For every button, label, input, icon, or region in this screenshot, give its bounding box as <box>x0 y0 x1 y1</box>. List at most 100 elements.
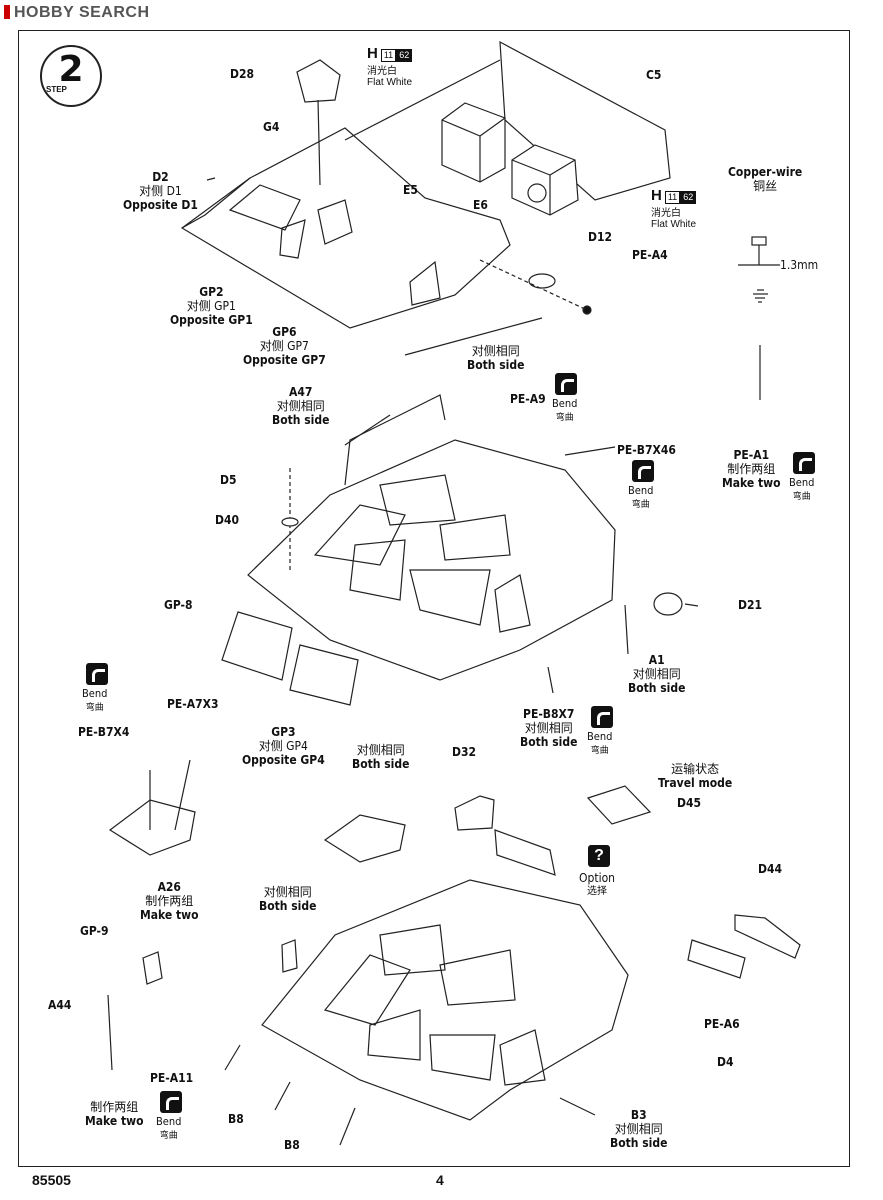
cn-note: 运输状态 <box>671 762 720 776</box>
step-badge: 2 STEP <box>40 45 102 107</box>
cn-note: 弯曲 <box>159 1131 178 1141</box>
copper-size: 1.3mm <box>780 258 819 272</box>
cn-note: 制作两组 <box>145 894 194 908</box>
part-no: A47 <box>289 385 313 399</box>
part-label-d5: D5 <box>220 473 237 487</box>
bend-note: Bend 弯曲 <box>156 1115 181 1143</box>
bend-icon <box>555 373 577 395</box>
cn-note: 弯曲 <box>590 746 609 756</box>
bend-icon <box>632 460 654 482</box>
cn-note: 制作两组 <box>90 1100 139 1114</box>
cn-note: 对侧 D1 <box>139 184 182 198</box>
step-number: 2 <box>58 49 84 90</box>
en-note: Make two <box>722 476 781 490</box>
cn-note: 对侧相同 <box>632 667 681 681</box>
instruction-frame <box>18 30 850 1167</box>
part-label-pe-a11: PE-A11 <box>150 1071 194 1085</box>
cn-note: 对侧相同 <box>276 399 325 413</box>
cn-note: 对侧相同 <box>263 885 312 899</box>
paint-code: 62 <box>680 191 697 204</box>
part-label-gp-9: GP-9 <box>80 924 109 938</box>
en-note: Travel mode <box>658 776 733 790</box>
bend-icon <box>591 706 613 728</box>
cn-note: 选择 <box>587 886 608 897</box>
part-label-b8: B8 <box>284 1138 300 1152</box>
cn-note: 对侧相同 <box>614 1122 663 1136</box>
cn-note: 弯曲 <box>792 492 811 502</box>
en-note: Bend <box>82 687 108 700</box>
paint-code: 11 <box>664 191 681 204</box>
part-label-g4: G4 <box>263 120 280 134</box>
part-no: B3 <box>630 1108 647 1122</box>
en-note: Both side <box>259 899 317 913</box>
part-label-pe-a7x3: PE-A7X3 <box>167 697 219 711</box>
paint-name-en: Flat White <box>651 219 697 230</box>
question-icon: ? <box>588 845 610 867</box>
cn-note: 对侧 GP7 <box>259 339 309 353</box>
part-no: PE-B8X7 <box>523 707 575 721</box>
paint-letter: H <box>367 45 378 62</box>
cn-note: 对侧相同 <box>524 721 573 735</box>
en-note: Both side <box>610 1136 668 1150</box>
bend-note: Bend 弯曲 <box>82 687 107 715</box>
en-note: Opposite GP7 <box>243 353 326 367</box>
paint-code: 11 <box>380 49 397 62</box>
part-no: D2 <box>152 170 169 184</box>
part-label-pe-a9: PE-A9 <box>510 392 546 406</box>
en-note: Make two <box>85 1114 144 1128</box>
en-note: Both side <box>628 681 686 695</box>
en-note: Both side <box>467 358 525 372</box>
part-label-d40: D40 <box>215 513 239 527</box>
cn-note: 对侧相同 <box>471 344 520 358</box>
part-label-d45: D45 <box>677 796 701 810</box>
part-label-d4: D4 <box>717 1055 734 1069</box>
part-label-gp-8: GP-8 <box>164 598 193 612</box>
part-label-pe-a6: PE-A6 <box>704 1017 740 1031</box>
bend-note: Bend 弯曲 <box>552 397 577 425</box>
part-label-b8: B8 <box>228 1112 244 1126</box>
part-no: A1 <box>648 653 665 667</box>
part-label-pe-b7x4: PE-B7X4 <box>78 725 130 739</box>
cn-note: 弯曲 <box>85 703 104 713</box>
bend-icon <box>160 1091 182 1113</box>
bend-icon <box>86 663 108 685</box>
part-label-d21: D21 <box>738 598 762 612</box>
en-note: Opposite D1 <box>123 198 198 212</box>
en-note: Bend <box>628 484 654 497</box>
bend-icon <box>793 452 815 474</box>
en-note: Bend <box>552 397 578 410</box>
cn-note: 弯曲 <box>555 413 574 423</box>
en-note: Bend <box>156 1115 182 1128</box>
part-no: GP2 <box>199 285 224 299</box>
cn-note: 制作两组 <box>727 462 776 476</box>
cn-note: 对侧相同 <box>356 743 405 757</box>
en-note: Opposite GP4 <box>242 753 325 767</box>
cn-note: 对侧 GP1 <box>186 299 236 313</box>
en-note: Opposite GP1 <box>170 313 253 327</box>
part-no: A26 <box>157 880 181 894</box>
part-label-d32: D32 <box>452 745 476 759</box>
copper-title: Copper-wire <box>728 165 803 179</box>
watermark: HOBBY SEARCH <box>4 4 150 22</box>
part-label-d12: D12 <box>588 230 612 244</box>
paint-name-en: Flat White <box>367 77 413 88</box>
part-no: PE-A1 <box>733 448 770 462</box>
